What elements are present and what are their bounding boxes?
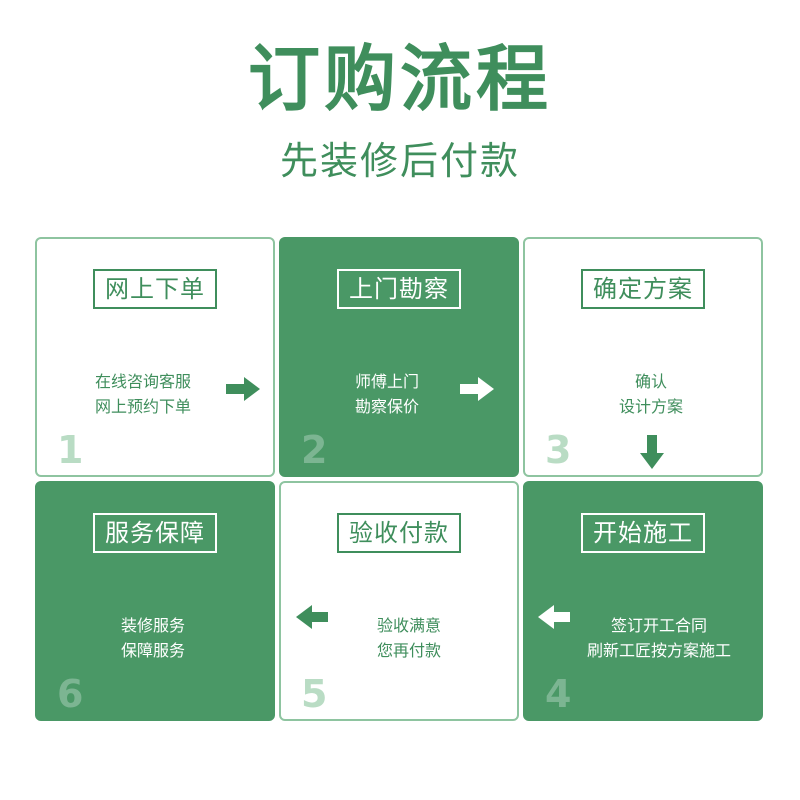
step-card-4: 开始施工 签订开工合同 刷新工匠按方案施工 4 (523, 481, 763, 721)
step-description: 签订开工合同 刷新工匠按方案施工 (586, 616, 731, 660)
step-number: 6 (57, 672, 84, 716)
page-title: 订购流程 (247, 37, 552, 121)
step-title: 服务保障 (93, 513, 217, 553)
step-card-3: 确定方案 确认 设计方案 3 (523, 237, 763, 477)
step-number: 1 (57, 428, 84, 472)
left-arrow-icon (538, 605, 570, 629)
step-description: 在线咨询客服 网上预约下单 (94, 372, 191, 416)
right-arrow-icon (460, 377, 494, 401)
step-number: 4 (545, 672, 572, 716)
step-number: 2 (301, 428, 328, 472)
step-title: 验收付款 (337, 513, 461, 553)
step-title: 开始施工 (581, 513, 705, 553)
left-arrow-icon (296, 605, 328, 629)
step-description: 师傅上门 勘察保价 (354, 372, 419, 416)
step-title: 上门勘察 (337, 269, 461, 309)
right-arrow-icon (226, 377, 260, 401)
step-card-5: 验收付款 验收满意 您再付款 5 (279, 481, 519, 721)
step-description: 验收满意 您再付款 (376, 616, 441, 660)
step-description: 装修服务 保障服务 (120, 616, 185, 660)
step-title: 网上下单 (93, 269, 217, 309)
page-subtitle: 先装修后付款 (279, 139, 520, 183)
step-card-1: 网上下单 在线咨询客服 网上预约下单 1 (35, 237, 275, 477)
step-number: 3 (545, 428, 572, 472)
down-arrow-icon (640, 435, 664, 469)
step-card-6: 服务保障 装修服务 保障服务 6 (35, 481, 275, 721)
step-card-2: 上门勘察 师傅上门 勘察保价 2 (279, 237, 519, 477)
step-title: 确定方案 (581, 269, 705, 309)
step-number: 5 (301, 672, 328, 716)
step-description: 确认 设计方案 (618, 372, 683, 416)
